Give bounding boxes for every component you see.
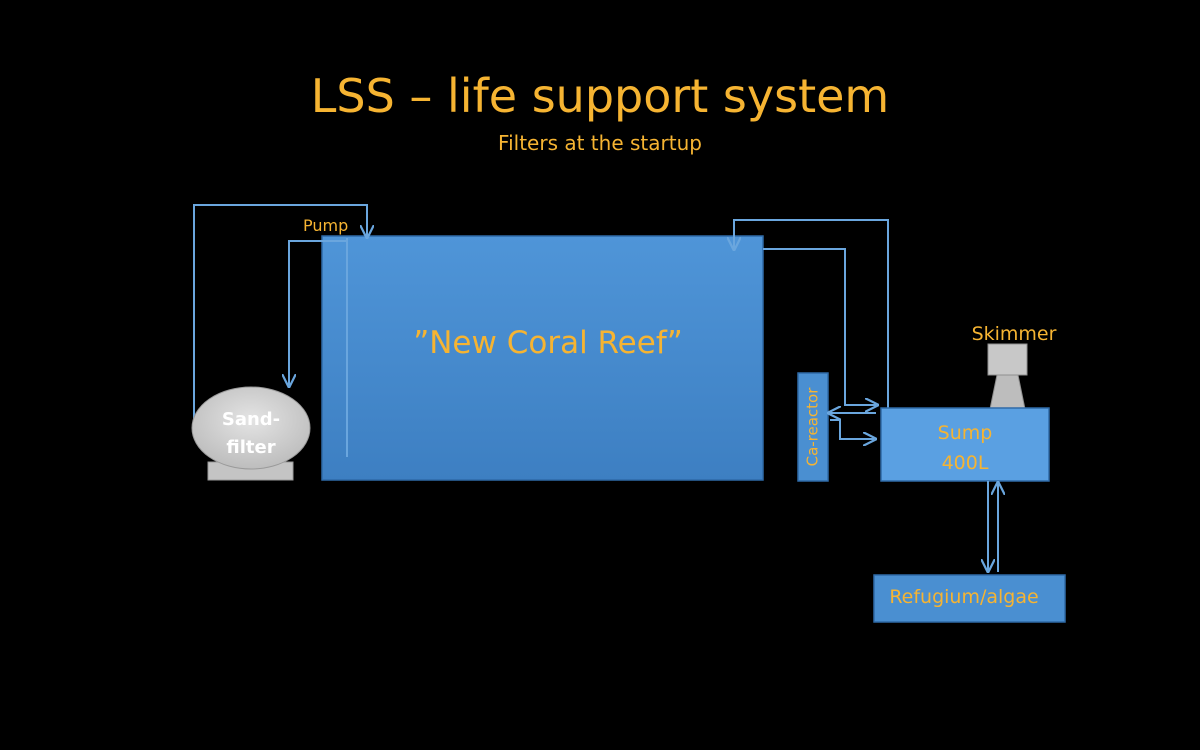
main-tank-label: ”New Coral Reef” [413, 325, 683, 361]
sand-filter-return-pipe [193, 204, 367, 428]
refugium [873, 574, 1066, 623]
sump-return-pipe [734, 219, 889, 408]
skimmer-label: Skimmer [972, 323, 1057, 345]
sump-label-line2: 400L [942, 452, 989, 474]
sump-label-line1: Sump [938, 422, 993, 444]
page-subtitle: Filters at the startup [498, 131, 702, 155]
main-tank [321, 235, 764, 481]
overflow-pipe [763, 248, 876, 405]
skimmer-body [989, 374, 1026, 410]
ca-reactor-label: Ca-reactor [804, 387, 822, 467]
pump-to-sand-filter-pipe [289, 240, 347, 385]
refugium-label: Refugium/algae [889, 586, 1038, 608]
ca-reactor-feed-pipe [830, 419, 874, 439]
sand-filter-label-line2: filter [226, 437, 275, 458]
skimmer-head [987, 343, 1028, 376]
sand-filter-label-line1: Sand- [222, 409, 280, 430]
ca-reactor [797, 372, 829, 482]
sand-filter [191, 386, 311, 470]
sump [880, 407, 1050, 482]
page-title: LSS – life support system [310, 69, 890, 123]
pump-label: Pump [303, 216, 348, 235]
